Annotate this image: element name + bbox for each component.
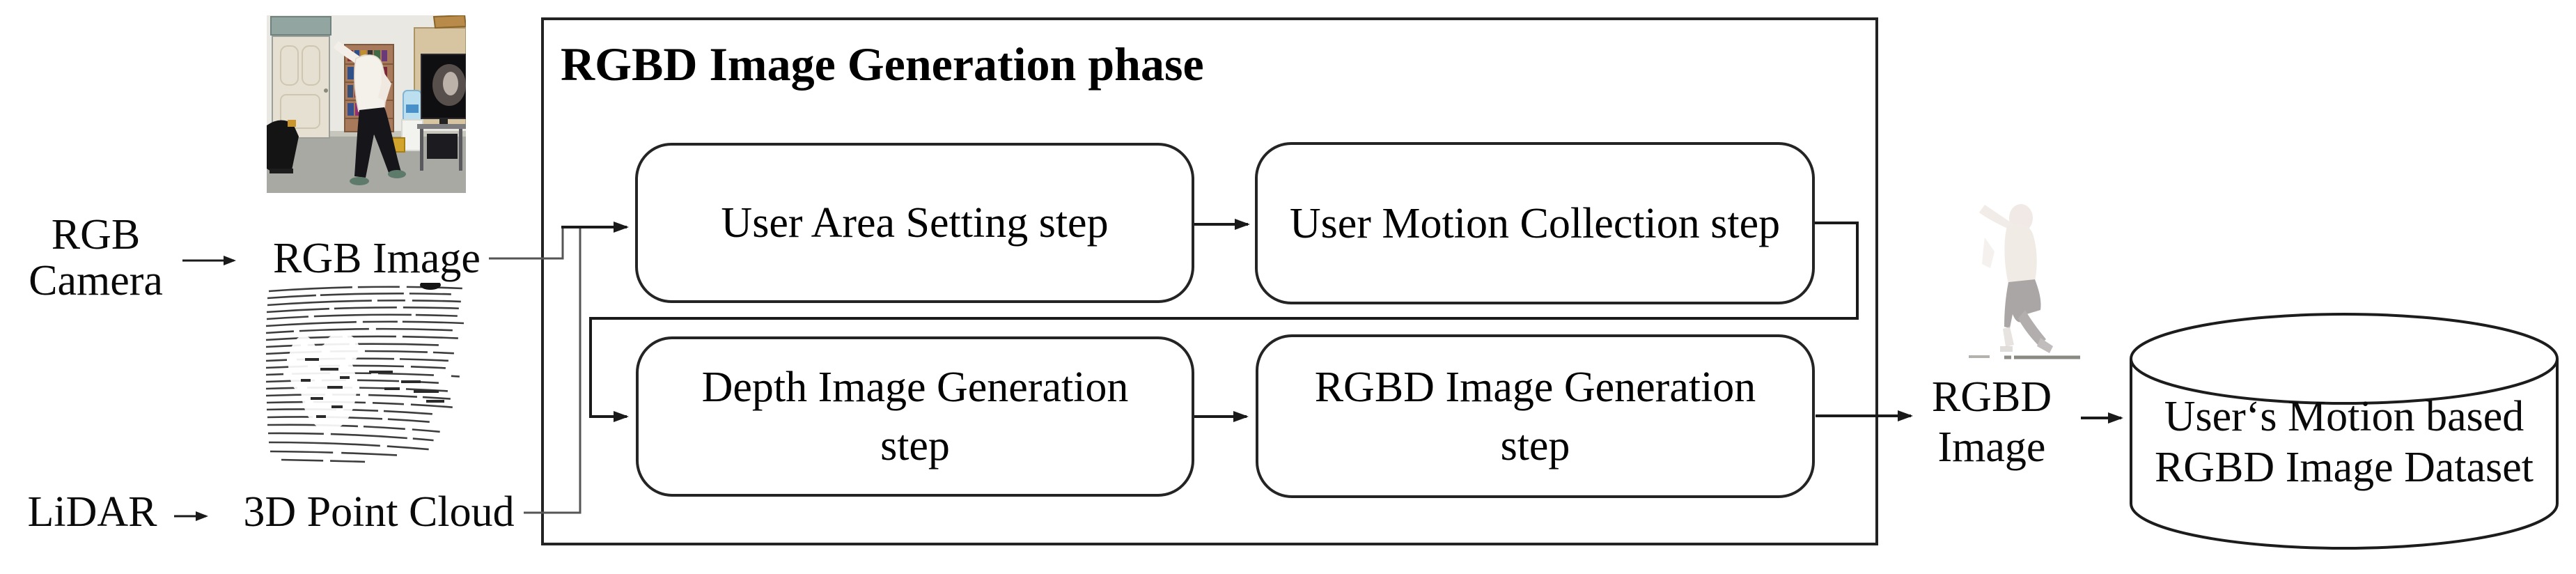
rgb-image-input-line [489,228,564,260]
point-cloud-input-line [524,228,581,514]
depth-silhouette [1979,204,2053,353]
step-label-line1: RGBD Image Generation [1314,363,1756,411]
database-cylinder [2130,313,2559,550]
step-box-user-motion-collection: User Motion Collection step [1255,142,1815,304]
rgb-photo-thumbnail [267,15,466,193]
step-label-line2: step [880,422,950,470]
person-echo-marks [301,358,444,418]
lidar-label: LiDAR [27,488,157,536]
dataset-label-line1: User‘s Motion based [2164,393,2524,440]
phase-outer-box [541,17,1878,545]
step-label-line2: step [1500,421,1570,470]
cylinder-body [2130,359,2559,550]
step-label: User Area Setting step [721,199,1109,247]
rgb-image-label: RGB Image [273,235,481,282]
step-box-user-area-setting: User Area Setting step [635,143,1194,303]
step-box-depth-image-generation: Depth Image Generation step [636,336,1194,497]
step-box-rgbd-image-generation: RGBD Image Generation step [1256,334,1815,498]
dark-object-mark [420,283,441,290]
cylinder-top [2130,313,2559,405]
rgb-camera-label: RGB Camera [10,212,181,304]
phase-title: RGBD Image Generation phase [561,38,1204,91]
photo-person [334,41,406,185]
rgb-camera-label-line1: RGB [51,211,141,258]
photo-wooden-box [432,15,466,29]
rgbd-image-label: RGBD Image [1901,372,2082,472]
step-label-line1: Depth Image Generation [701,364,1129,411]
photo-chair [267,120,299,173]
rgb-camera-label-line2: Camera [29,257,163,304]
photo-transom-window [270,16,331,36]
dataset-label-line2: RGBD Image Dataset [2154,444,2534,491]
point-cloud-label: 3D Point Cloud [243,488,515,536]
step-label: User Motion Collection step [1289,199,1781,247]
rgbd-image-label-line1: RGBD [1931,373,2052,421]
photo-desk [417,124,466,129]
dataset-label: User‘s Motion based RGBD Image Dataset [2145,391,2543,493]
arrow-user-motion-to-depth-generation [589,222,1859,422]
rgbd-figure-thumbnail [1969,204,2080,359]
point-cloud-thumbnail [265,283,465,464]
rgbd-image-label-line2: Image [1937,424,2046,471]
